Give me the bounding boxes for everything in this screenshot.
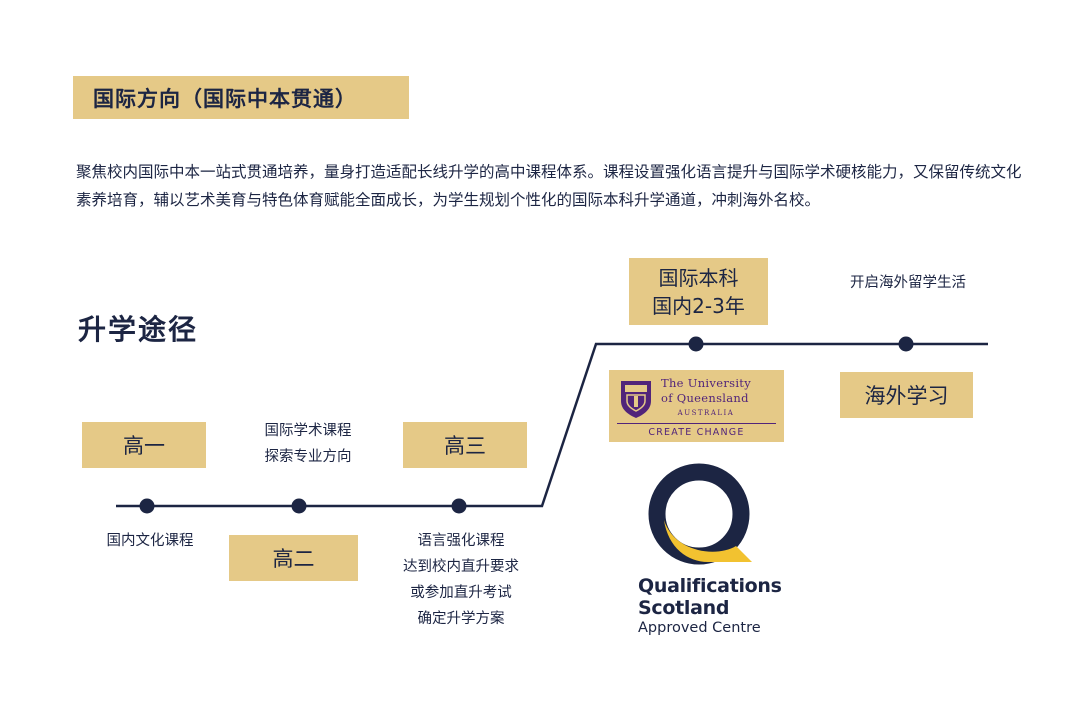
uq-crest-icon — [621, 380, 651, 418]
stage-g3: 高三 — [403, 422, 527, 468]
timeline-dot-g2 — [291, 498, 307, 514]
stage-undergrad-line2: 国内2-3年 — [652, 293, 745, 318]
note-abroad-text: 开启海外留学生活 — [850, 275, 966, 291]
note-g2: 国际学术课程 探索专业方向 — [242, 418, 374, 470]
note-g3-line4: 确定升学方案 — [417, 611, 505, 627]
qs-logo: Qualifications Scotland Approved Centre — [626, 462, 782, 642]
intro-paragraph: 聚焦校内国际中本一站式贯通培养，量身打造适配长线升学的高中课程体系。课程设置强化… — [76, 163, 1022, 209]
note-g3-line3: 或参加直升考试 — [410, 585, 512, 601]
uq-name-line1: The University — [661, 376, 752, 390]
note-g2-line2: 探索专业方向 — [264, 449, 352, 465]
note-g1: 国内文化课程 — [84, 528, 216, 554]
uq-name-line3: AUSTRALIA — [677, 409, 735, 417]
uq-tagline: CREATE CHANGE — [648, 427, 745, 438]
note-abroad: 开启海外留学生活 — [836, 270, 980, 296]
note-g3: 语言强化课程 达到校内直升要求 或参加直升考试 确定升学方案 — [390, 528, 532, 632]
note-g2-line1: 国际学术课程 — [264, 423, 352, 439]
uq-separator — [617, 423, 776, 424]
uq-name-line2: of Queensland — [661, 391, 749, 405]
timeline-dot-undergrad — [688, 336, 704, 352]
stage-undergrad: 国际本科 国内2-3年 — [629, 258, 768, 325]
stage-g2: 高二 — [229, 535, 358, 581]
stage-g2-label: 高二 — [272, 547, 315, 571]
stage-abroad-label: 海外学习 — [864, 384, 949, 408]
note-g3-line1: 语言强化课程 — [417, 533, 505, 549]
timeline-dot-g1 — [139, 498, 155, 514]
timeline-dot-g3 — [451, 498, 467, 514]
timeline-line — [116, 342, 988, 508]
uq-logo: The University of Queensland AUSTRALIA C… — [609, 370, 784, 442]
qs-name-line2: Scotland — [638, 597, 730, 619]
stage-g1: 高一 — [82, 422, 206, 468]
qs-subtitle: Approved Centre — [638, 620, 761, 636]
stage-g3-label: 高三 — [444, 434, 486, 458]
qs-q-mark-icon — [648, 463, 752, 565]
stage-g1-label: 高一 — [123, 434, 165, 458]
stage-abroad: 海外学习 — [840, 372, 973, 418]
note-g3-line2: 达到校内直升要求 — [403, 559, 519, 575]
stage-undergrad-line1: 国际本科 — [658, 265, 739, 290]
note-g1-text: 国内文化课程 — [106, 533, 194, 549]
pathway-heading: 升学途径 — [78, 313, 199, 346]
qs-name-line1: Qualifications — [638, 575, 782, 597]
section-title: 国际方向（国际中本贯通） — [73, 76, 409, 119]
timeline-dot-abroad — [898, 336, 914, 352]
